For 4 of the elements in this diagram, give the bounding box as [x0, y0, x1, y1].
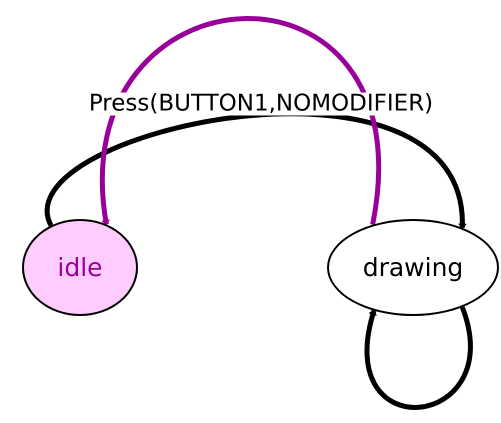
transition-arrow — [364, 306, 472, 410]
state-name: idle — [57, 252, 103, 284]
state-name: drawing — [362, 252, 464, 284]
transition-arrow — [100, 16, 381, 225]
